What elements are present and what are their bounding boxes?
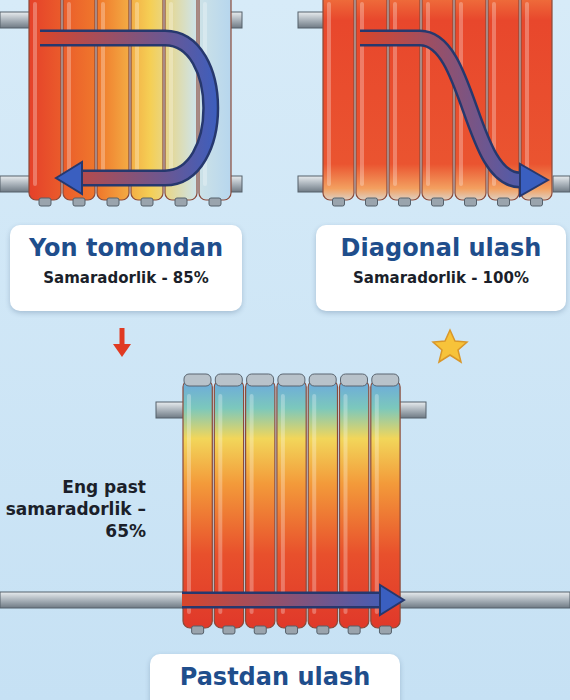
connection-title: Yon tomondan bbox=[22, 233, 230, 263]
connection-label-box: Pastdan ulash bbox=[150, 654, 400, 700]
efficiency-text: Samaradorlik - 100% bbox=[328, 269, 554, 289]
connection-label-box: Yon tomondanSamaradorlik - 85% bbox=[10, 225, 242, 311]
connection-title: Diagonal ulash bbox=[328, 233, 554, 263]
efficiency-text: Samaradorlik - 85% bbox=[22, 269, 230, 289]
connection-label-box: Diagonal ulashSamaradorlik - 100% bbox=[316, 225, 566, 311]
efficiency-note: Eng past samaradorlik – 65% bbox=[4, 476, 146, 542]
connection-title: Pastdan ulash bbox=[162, 662, 388, 692]
